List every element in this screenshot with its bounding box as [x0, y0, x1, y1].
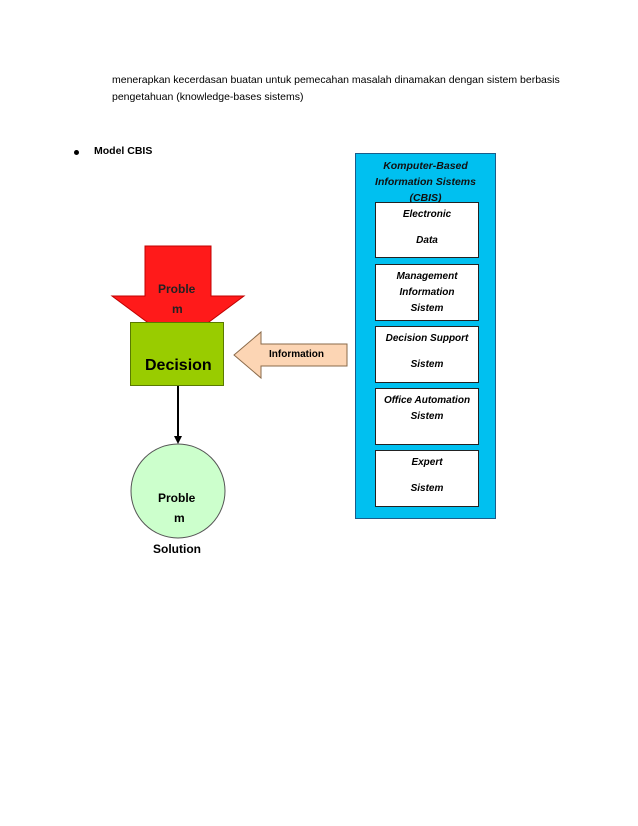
solution-label: Solution: [153, 542, 201, 556]
subsystem-es: Expert Sistem: [375, 450, 479, 507]
subsystem-edp-line-2: Data: [416, 235, 438, 246]
subsystem-edp: Electronic Data: [375, 202, 479, 258]
solution-circle: [130, 443, 226, 539]
subsystem-mis: Management Information Sistem: [375, 264, 479, 321]
problem-label-line-1: Proble: [158, 282, 196, 296]
solution-problem-line-2: m: [174, 511, 185, 525]
intro-line-2: pengetahuan (knowledge-bases sistems): [112, 91, 304, 103]
intro-line-1: menerapkan kecerdasan buatan untuk pemec…: [112, 74, 560, 86]
cbis-panel: Komputer-Based Information Sistems (CBIS…: [355, 153, 496, 519]
bullet-label: Model CBIS: [94, 145, 153, 157]
subsystem-oas: Office Automation Sistem: [375, 388, 479, 445]
subsystem-mis-line-2: Information: [399, 287, 455, 298]
subsystem-dss-line-1: Decision Support: [385, 333, 469, 344]
subsystem-es-line-1: Expert: [411, 457, 443, 468]
subsystem-mis-line-1: Management: [396, 271, 458, 282]
cbis-title: Komputer-Based Information Sistems (CBIS…: [356, 158, 495, 206]
cbis-title-line-3: (CBIS): [409, 192, 442, 204]
solution-problem-label: Proble m: [158, 488, 195, 528]
problem-label-line-2: m: [172, 302, 183, 316]
connector-arrowhead: [174, 436, 182, 444]
information-label: Information: [269, 349, 324, 360]
problem-arrow: [110, 245, 246, 346]
subsystem-edp-line-1: Electronic: [402, 209, 452, 220]
solution-problem-line-1: Proble: [158, 491, 196, 505]
subsystem-dss: Decision Support Sistem: [375, 326, 479, 383]
subsystem-oas-line-1: Office Automation: [383, 395, 471, 406]
subsystem-mis-line-3: Sistem: [410, 303, 444, 314]
cbis-title-line-2: Information Sistems: [375, 176, 476, 188]
decision-label: Decision: [145, 357, 212, 374]
decision-box: Decision: [130, 322, 224, 386]
information-arrow: [233, 330, 348, 380]
problem-label: Proble m: [158, 279, 198, 319]
subsystem-es-line-2: Sistem: [410, 483, 444, 494]
intro-paragraph: menerapkan kecerdasan buatan untuk pemec…: [112, 72, 564, 106]
subsystem-oas-line-2: Sistem: [410, 411, 444, 422]
cbis-title-line-1: Komputer-Based: [383, 160, 468, 172]
subsystem-dss-line-2: Sistem: [410, 359, 444, 370]
bullet-icon: [74, 150, 79, 155]
